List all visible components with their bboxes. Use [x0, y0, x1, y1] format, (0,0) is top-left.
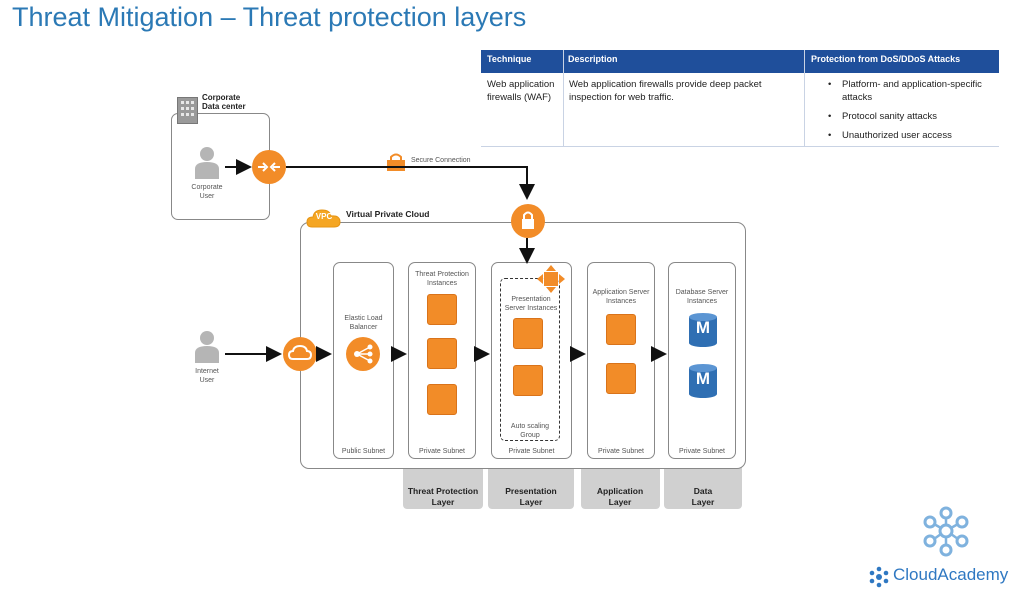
application-layer-label: Application Layer: [596, 486, 644, 507]
auto-scaling-icon: [537, 265, 565, 293]
threat-instances-label: Threat Protection Instances: [415, 271, 469, 287]
threat-instance-icon: [427, 294, 457, 325]
internet-user-icon: [195, 331, 219, 363]
presentation-layer-label: Presentation Layer: [505, 486, 557, 507]
threat-layer-label: Threat Protection Layer: [407, 486, 479, 507]
auto-scaling-label: Auto scaling Group: [510, 423, 550, 439]
threat-instance-icon: [427, 384, 457, 415]
application-subnet-box: [587, 262, 655, 459]
presentation-instance-icon: [513, 365, 543, 396]
db-instances-label: Database Server Instances: [675, 289, 729, 305]
database-subnet-label: Private Subnet: [679, 448, 725, 455]
app-instance-icon: [606, 363, 636, 394]
protection-item: Unauthorized user access: [826, 129, 996, 142]
elb-label: Elastic Load Balancer: [344, 315, 383, 331]
cloudacademy-small-logo: [869, 566, 889, 588]
table-row: Web application firewalls (WAF) Web appl…: [481, 73, 999, 147]
vpn-gateway-icon: [511, 204, 545, 238]
router-icon: [252, 150, 286, 184]
protection-item: Protocol sanity attacks: [826, 110, 996, 123]
internet-user-label: Internet User: [195, 368, 219, 384]
database-letter: M: [695, 369, 711, 388]
load-balancer-icon: [346, 337, 380, 371]
database-icon: [689, 313, 717, 347]
vpc-badge: VPC: [315, 212, 333, 221]
corporate-user-label: Corporate User: [191, 184, 223, 200]
technique-table: Technique Description Protection from Do…: [481, 50, 999, 147]
app-instances-label: Application Server Instances: [592, 289, 650, 305]
cell-protections: Platform- and application-specific attac…: [826, 78, 996, 148]
database-subnet-box: [668, 262, 736, 459]
header-technique: Technique: [487, 54, 532, 64]
presentation-subnet-label: Private Subnet: [508, 448, 555, 455]
cloudacademy-large-logo: [923, 506, 969, 557]
corporate-dc-label: Corporate Data center: [202, 93, 246, 111]
internet-gateway-icon: [283, 337, 317, 371]
corporate-user-icon: [195, 147, 219, 179]
presentation-instance-icon: [513, 318, 543, 349]
secure-connection-label: Secure Connection: [411, 157, 471, 164]
threat-instance-icon: [427, 338, 457, 369]
application-subnet-label: Private Subnet: [598, 448, 644, 455]
protection-item: Platform- and application-specific attac…: [826, 78, 996, 104]
cell-description: Web application firewalls provide deep p…: [569, 79, 762, 103]
cell-technique: Web application firewalls (WAF): [487, 79, 555, 103]
app-instance-icon: [606, 314, 636, 345]
table-header: Technique Description Protection from Do…: [481, 50, 999, 73]
building-icon: [177, 97, 198, 124]
vpc-label: Virtual Private Cloud: [346, 209, 430, 219]
page-title: Threat Mitigation – Threat protection la…: [12, 2, 527, 32]
data-layer-label: Data Layer: [691, 486, 715, 507]
auto-scaling-group: [500, 278, 560, 441]
threat-subnet-label: Private Subnet: [419, 448, 465, 455]
header-protection: Protection from DoS/DDoS Attacks: [811, 54, 961, 64]
header-description: Description: [568, 54, 618, 64]
brand-name: CloudAcademy: [893, 565, 1009, 584]
presentation-instances-label: Presentation Server Instances: [504, 296, 558, 312]
presentation-subnet-box: [491, 262, 572, 459]
public-subnet-label: Public Subnet: [341, 448, 386, 455]
secure-connection-lock-icon: [387, 153, 405, 171]
database-icon: [689, 364, 717, 398]
vpc-cloud-icon: [306, 209, 341, 228]
database-letter: M: [695, 318, 711, 337]
